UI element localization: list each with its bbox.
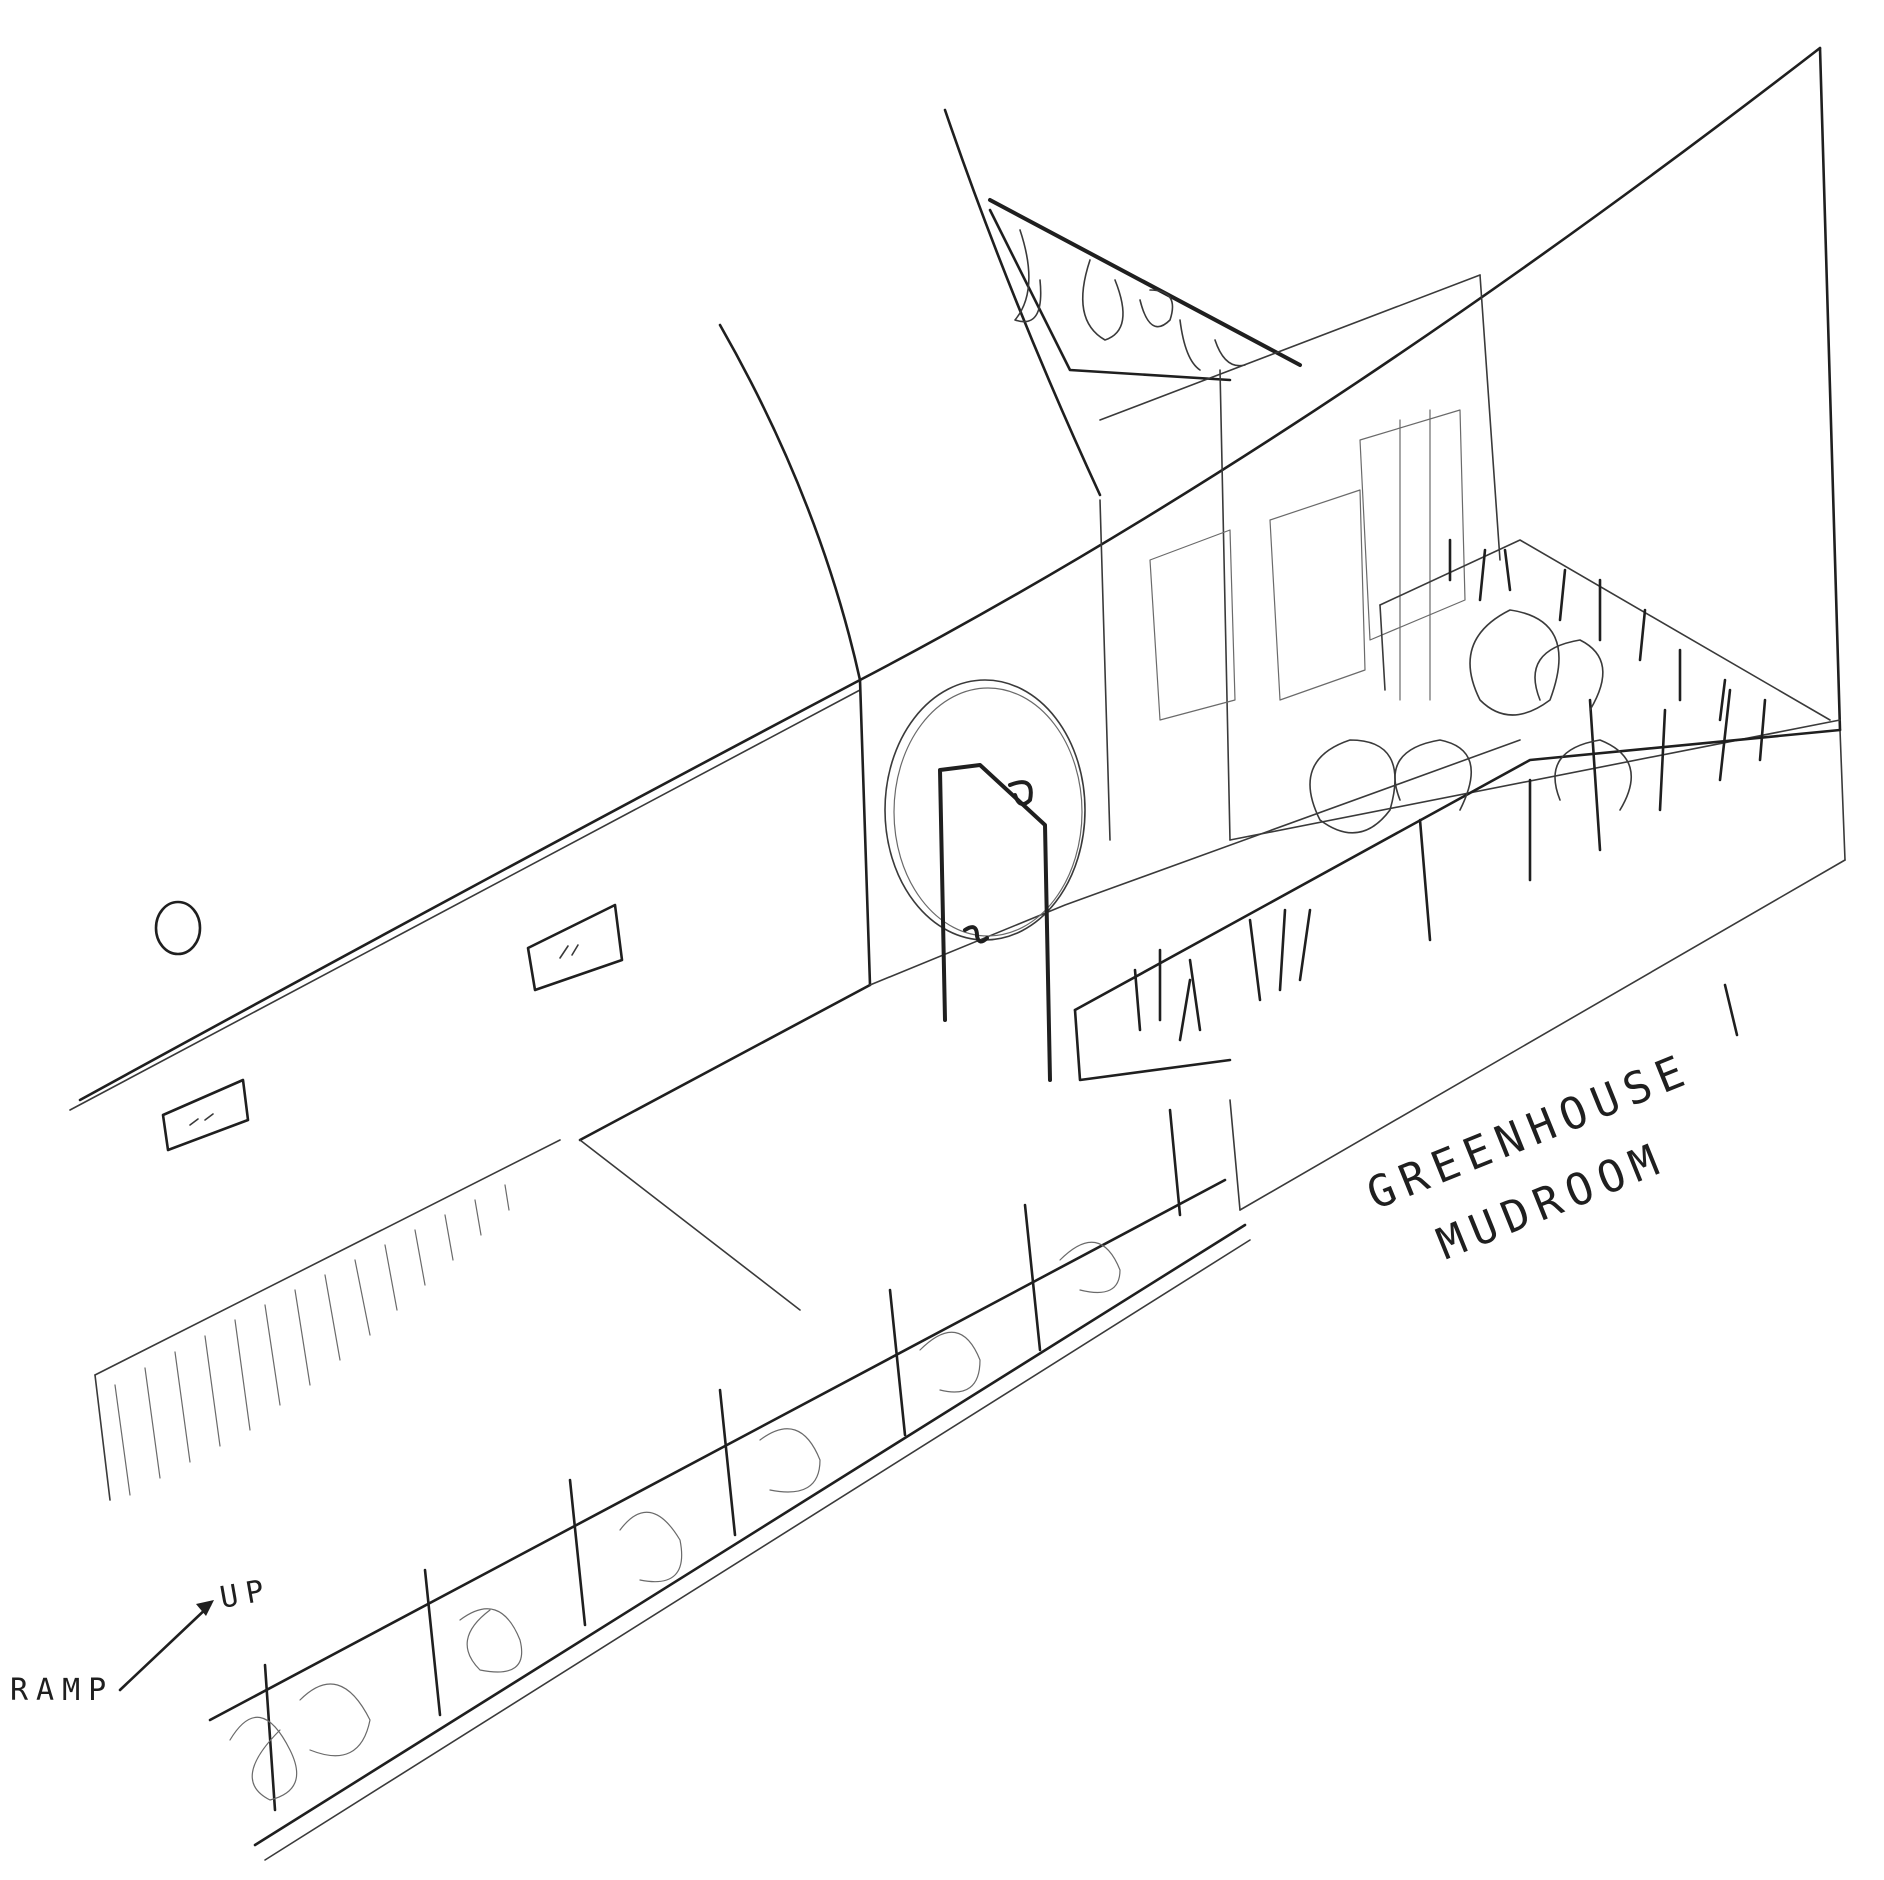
ramp-railing: [208, 1108, 1251, 1861]
planter-box: [1073, 539, 1842, 1082]
label-divider: [1723, 983, 1739, 1037]
plants: [1133, 538, 1767, 1042]
ramp-hatching: [94, 1139, 801, 1501]
upper-glass-panel: [988, 198, 1302, 382]
ramp-label: RAMP: [10, 1673, 114, 1708]
wall-window-1: [526, 903, 624, 992]
ramp-up-arrow-icon: [118, 1600, 214, 1692]
wall-window-2: [161, 1078, 250, 1152]
greenhouse-frame: [1099, 274, 1846, 1211]
wall-vent: [154, 900, 202, 956]
up-label: UP: [217, 1572, 274, 1616]
entry-door: [938, 763, 1052, 1082]
entry-arch: [884, 679, 1086, 941]
building-outline: [69, 46, 1842, 1142]
